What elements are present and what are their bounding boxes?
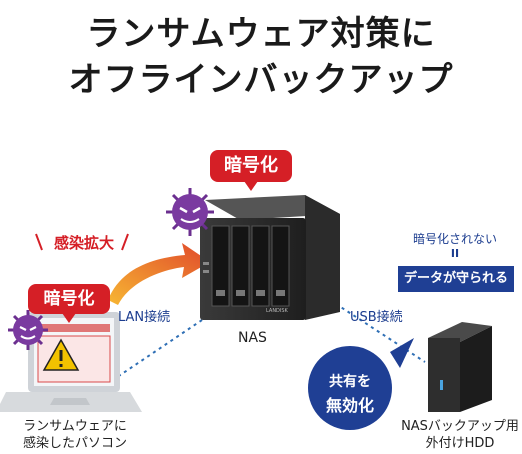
usb-label: USB接続 [350,310,403,325]
nas-encrypt-badge: 暗号化 [210,150,292,191]
equals-symbol: II [450,247,460,260]
hdd-caption-line-2: 外付けHDD [425,436,495,451]
infection-slash-left [35,233,43,251]
virus-icon [166,188,214,236]
external-hdd [428,322,492,412]
share-disabled-line-2: 無効化 [325,396,374,415]
nas-device [200,195,340,320]
pc-caption-line-1: ランサムウェアに [23,419,127,434]
share-disabled-line-1: 共有を [329,374,371,390]
title-line-1: ランサムウェア対策に [86,14,436,54]
nas-label: NAS [238,330,267,346]
title-line-2: オフラインバックアップ [68,60,454,100]
hdd-caption-line-1: NASバックアップ用 [401,419,519,434]
pc-caption-line-2: 感染したパソコン [22,436,127,451]
not-encrypted-label: 暗号化されない [412,232,497,246]
data-protected-box: データが守られる [398,266,514,292]
infection-slash-right [121,233,129,251]
infection-arrow [108,243,210,305]
pc-caption: ランサムウェアに 感染したパソコン [0,418,150,452]
pc-encrypt-badge: 暗号化 [28,284,110,323]
hdd-caption: NASバックアップ用 外付けHDD [398,418,522,452]
lan-label: LAN接続 [118,310,171,325]
share-disabled-bubble [308,338,414,430]
virus-icon-pc [8,310,48,350]
nas-brand: LANDISK [266,308,288,314]
warning-icon [42,338,80,371]
infection-label: 感染拡大 [53,234,114,252]
usb-link [329,299,426,363]
